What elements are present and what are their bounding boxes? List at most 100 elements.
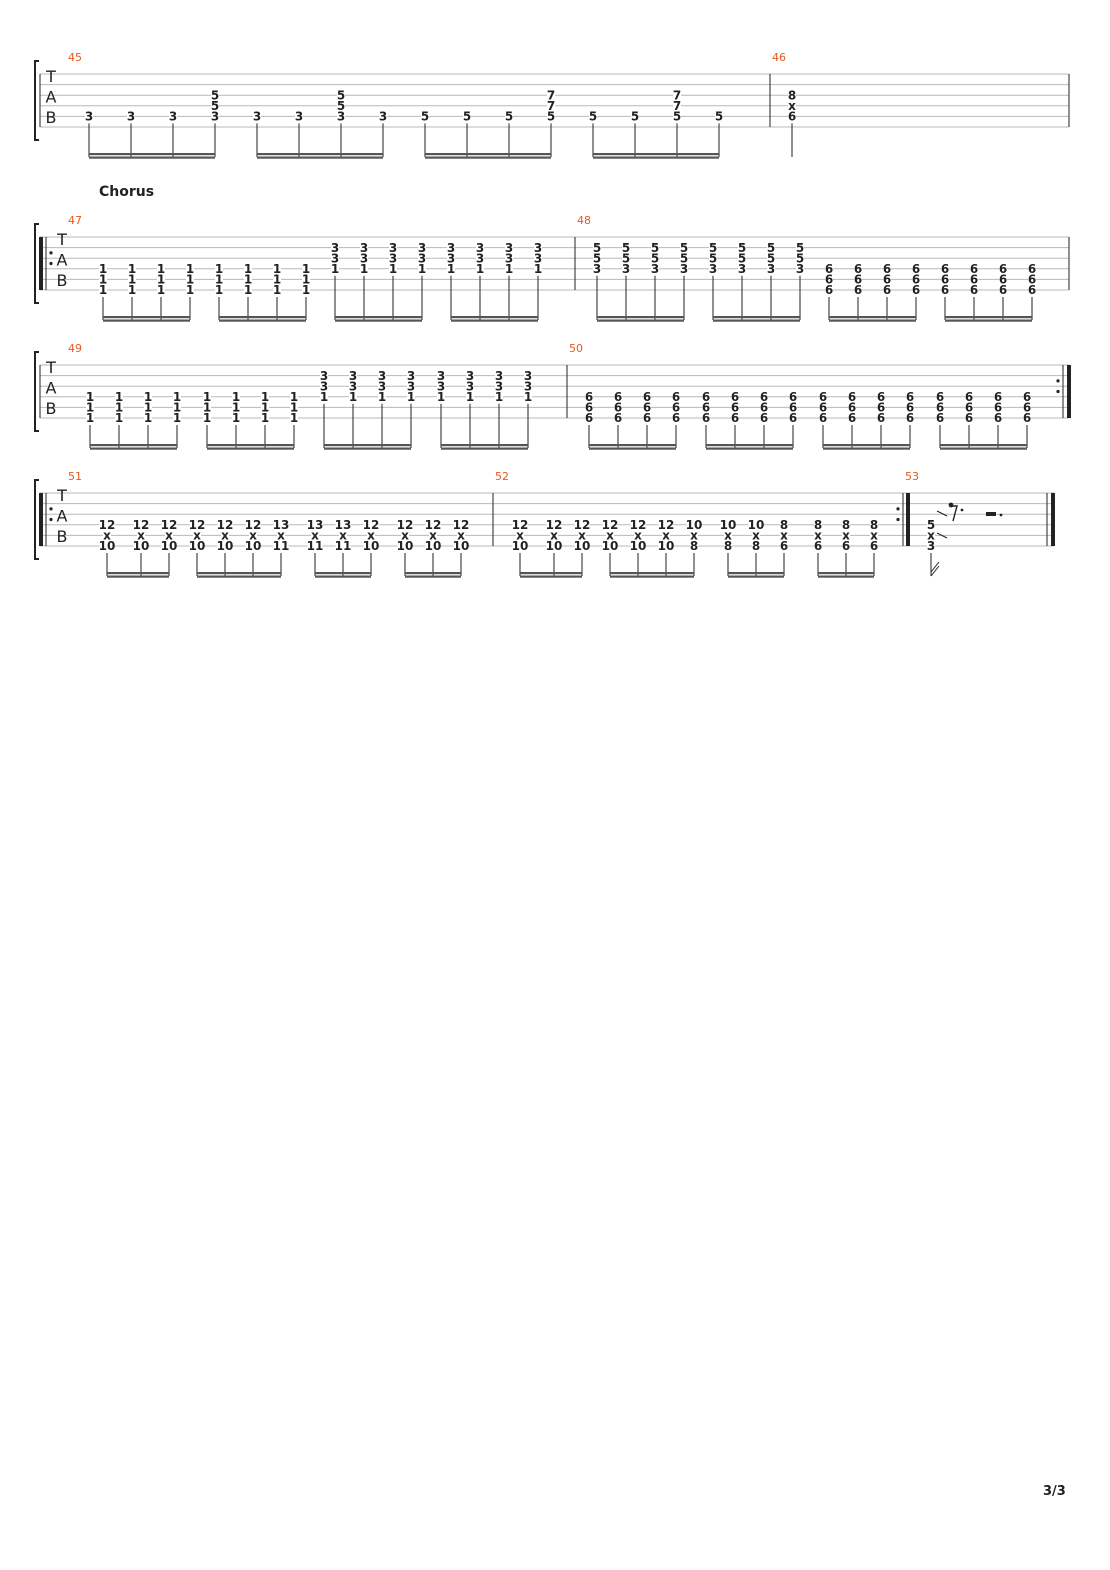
tab-clef-a: A (57, 251, 68, 270)
fret-background (1028, 274, 1036, 285)
fret-number: 6 (906, 401, 914, 415)
fret-number: 3 (378, 379, 386, 393)
fret-number: 6 (614, 390, 622, 404)
fret-background (115, 413, 123, 423)
dead-note-mark: x (311, 529, 319, 543)
beam (597, 316, 684, 319)
fret-background (999, 263, 1007, 274)
fret-background (752, 541, 760, 551)
fret-background (215, 263, 223, 274)
fret-background (690, 541, 698, 551)
fret-number: 3 (295, 110, 303, 124)
fret-background (161, 519, 177, 530)
fret-background (186, 285, 194, 295)
fret-background (367, 530, 375, 541)
fret-number: 1 (505, 262, 513, 276)
dead-note-mark: x (780, 529, 788, 543)
fret-number: 6 (870, 539, 878, 553)
fret-number: 5 (651, 241, 659, 255)
fret-background (789, 402, 797, 413)
fret-background (457, 530, 465, 541)
fret-number: 8 (780, 518, 788, 532)
fret-background (622, 242, 630, 253)
fret-background (731, 413, 739, 423)
fret-background (994, 413, 1002, 423)
fret-background (912, 274, 920, 285)
fret-number: 6 (760, 411, 768, 425)
fret-background (349, 381, 357, 392)
fret-number: 3 (524, 379, 532, 393)
fret-number: 5 (715, 110, 723, 124)
fret-background (99, 285, 107, 295)
fret-background (877, 391, 885, 402)
fret-number: 3 (680, 262, 688, 276)
fret-number: 5 (421, 110, 429, 124)
fret-background (331, 253, 339, 264)
beam (593, 153, 719, 156)
fret-background (244, 285, 252, 295)
fret-number: 6 (877, 401, 885, 415)
system-bracket (34, 60, 39, 141)
fret-number: 1 (128, 283, 136, 297)
fret-background (731, 391, 739, 402)
fret-number: 5 (589, 110, 597, 124)
fret-background (453, 541, 469, 551)
fret-number: 1 (215, 262, 223, 276)
fret-number: 1 (144, 401, 152, 415)
fret-background (602, 541, 618, 551)
fret-background (547, 100, 555, 111)
fret-number: 1 (144, 390, 152, 404)
fret-background (128, 263, 136, 274)
fret-background (589, 111, 597, 122)
fret-background (476, 242, 484, 253)
eighth-rest-icon (951, 505, 958, 522)
fret-number: 6 (965, 390, 973, 404)
fret-number: 1 (86, 401, 94, 415)
beam (103, 316, 190, 319)
fret-number: 12 (161, 518, 178, 532)
fret-number: 6 (643, 390, 651, 404)
fret-background (144, 402, 152, 413)
fret-number: 1 (290, 390, 298, 404)
fret-background (738, 242, 746, 253)
fret-number: 12 (363, 518, 380, 532)
fret-background (825, 274, 833, 285)
fret-number: 6 (731, 411, 739, 425)
fret-number: 1 (157, 283, 165, 297)
fret-background (720, 519, 736, 530)
fret-background (173, 391, 181, 402)
fret-background (466, 381, 474, 392)
fret-background (425, 541, 441, 551)
dead-note-mark: x (606, 529, 614, 543)
fret-background (437, 370, 445, 381)
fret-number: 5 (593, 251, 601, 265)
fret-number: 1 (389, 262, 397, 276)
fret-background (335, 541, 351, 551)
fret-number: 1 (290, 411, 298, 425)
fret-background (307, 519, 323, 530)
fret-background (870, 519, 878, 530)
fret-background (418, 253, 426, 264)
beam (451, 316, 538, 319)
fret-background (437, 391, 445, 402)
fret-background (302, 263, 310, 274)
fret-number: 6 (614, 401, 622, 415)
fret-background (157, 285, 165, 295)
beam (728, 572, 784, 575)
fret-background (261, 402, 269, 413)
fret-background (349, 391, 357, 402)
fret-background (941, 263, 949, 274)
fret-number: 6 (825, 262, 833, 276)
beam (713, 316, 800, 319)
fret-background (738, 253, 746, 264)
fret-background (363, 519, 379, 530)
fret-number: 5 (463, 110, 471, 124)
fret-background (912, 285, 920, 295)
repeat-end-thick-bar (906, 493, 910, 546)
tab-clef-a: A (57, 507, 68, 526)
fret-background (360, 263, 368, 274)
fret-background (447, 263, 455, 274)
fret-background (378, 381, 386, 392)
fret-number: 7 (547, 99, 555, 113)
fret-number: 6 (936, 390, 944, 404)
